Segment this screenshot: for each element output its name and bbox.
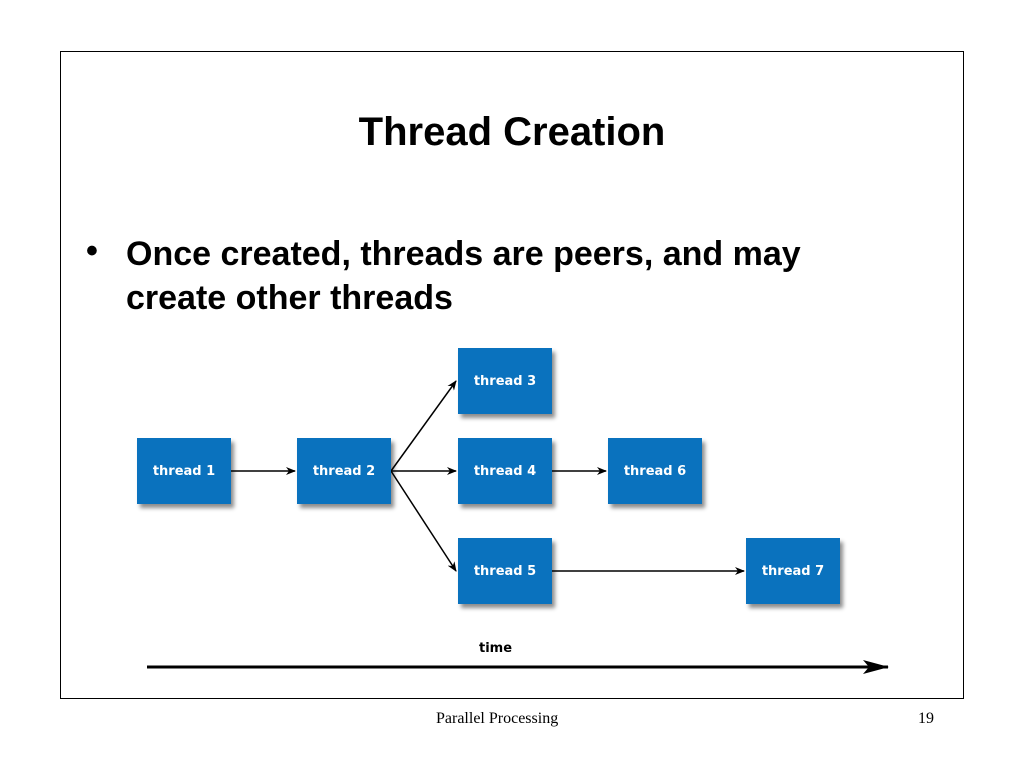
arrow-t2-to-t5 [390,470,457,572]
bullet-text-line-2: create other threads [126,279,453,317]
page-number: 19 [918,710,934,727]
slide-frame [60,51,964,699]
thread-box-2: thread 2 [297,438,391,504]
arrow-t2-to-t3 [390,380,457,472]
thread-box-4: thread 4 [458,438,552,504]
bullet-text-line-1: Once created, threads are peers, and may [126,235,801,273]
thread-box-5: thread 5 [458,538,552,604]
thread-box-7: thread 7 [746,538,840,604]
slide-title: Thread Creation [358,110,666,154]
bullet-text: Once created, threads are peers, and may… [126,232,946,320]
bullet-marker: • [86,232,98,270]
time-axis-label: time [479,641,513,656]
thread-box-1: thread 1 [137,438,231,504]
thread-box-3: thread 3 [458,348,552,414]
footer-title: Parallel Processing [436,710,559,727]
thread-box-6: thread 6 [608,438,702,504]
